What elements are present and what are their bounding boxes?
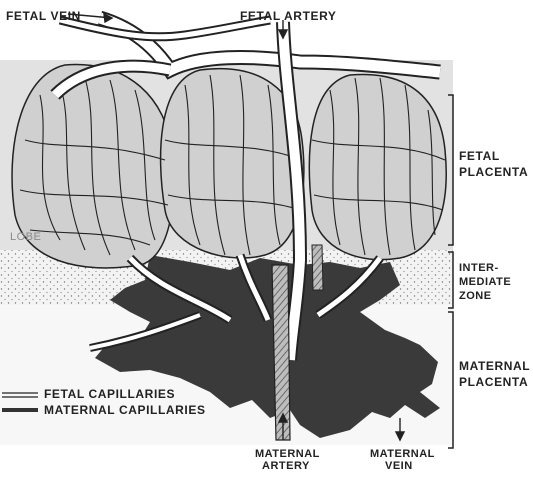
label-fetal-vein: FETAL VEIN (6, 9, 81, 23)
label-fetal-artery: FETAL ARTERY (240, 9, 337, 23)
label-fetal-placenta-1: FETAL (459, 149, 500, 163)
lobe-right (309, 74, 446, 259)
legend-fetal-label: FETAL CAPILLARIES (44, 387, 175, 401)
label-maternal-artery-1: MATERNAL (255, 448, 320, 460)
label-maternal-placenta-2: PLACENTA (459, 375, 528, 389)
label-intermediate-1: INTER- (459, 262, 499, 274)
label-lobe: LOBE (10, 231, 41, 243)
legend-maternal-label: MATERNAL CAPILLARIES (44, 403, 206, 417)
maternal-vessel-small (312, 245, 323, 290)
label-intermediate-3: ZONE (459, 290, 492, 302)
label-fetal-placenta-2: PLACENTA (459, 165, 528, 179)
label-maternal-placenta-1: MATERNAL (459, 359, 530, 373)
label-maternal-vein-1: MATERNAL (370, 448, 435, 460)
label-intermediate-2: MEDIATE (459, 276, 511, 288)
label-maternal-artery-2: ARTERY (262, 460, 310, 472)
label-maternal-vein-2: VEIN (385, 460, 413, 472)
